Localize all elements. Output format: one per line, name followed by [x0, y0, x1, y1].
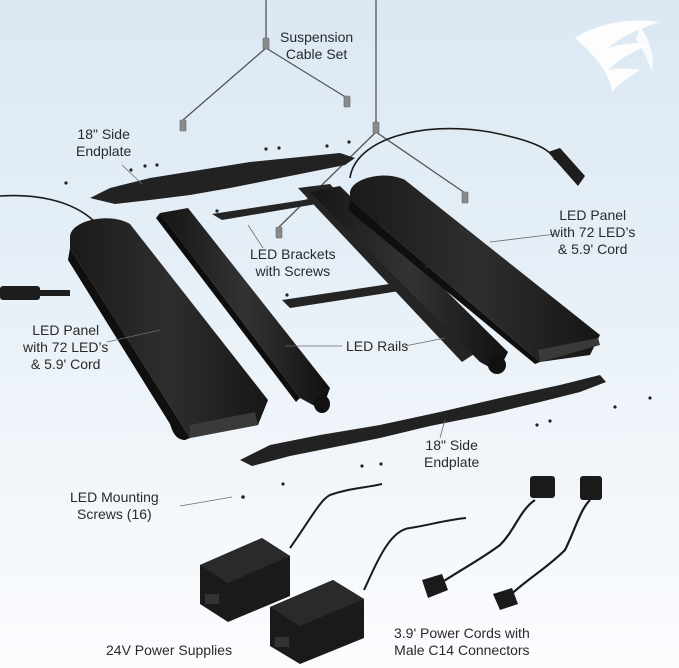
panel-cords [0, 127, 556, 223]
label-led-brackets: LED Brackets with Screws [250, 246, 336, 279]
led-rail [156, 208, 330, 413]
leader-lines [106, 164, 557, 507]
left-led-panel [68, 218, 268, 440]
label-mounting-screws: LED Mounting Screws (16) [70, 489, 159, 522]
wing-logo-icon [575, 20, 660, 92]
panel-cord-plugs [0, 148, 585, 300]
label-top-endplate: 18" Side Endplate [76, 126, 132, 159]
mounting-screws [64, 140, 652, 499]
label-bottom-endplate: 18" Side Endplate [424, 437, 480, 470]
suspension-cable-set [182, 0, 466, 228]
power-cords [422, 476, 602, 610]
power-supply-2 [270, 580, 364, 664]
label-power-supplies: 24V Power Supplies [106, 642, 233, 658]
label-left-led-panel: LED Panel with 72 LED’s & 5.9' Cord [23, 322, 109, 372]
label-power-cords: 3.9' Power Cords with Male C14 Connector… [394, 625, 530, 658]
power-supply-cords [289, 483, 467, 591]
led-brackets [212, 184, 480, 362]
power-supply-1 [200, 538, 290, 622]
right-led-panel [348, 175, 600, 364]
label-led-rails: LED Rails [346, 338, 409, 354]
label-right-led-panel: LED Panel with 72 LED’s & 5.9' Cord [550, 207, 636, 257]
cable-grippers [179, 37, 469, 239]
top-endplate [90, 153, 355, 204]
label-suspension-cable-set: Suspension Cable Set [280, 29, 354, 62]
led-rail-2 [310, 186, 508, 374]
bottom-endplate [240, 375, 606, 466]
